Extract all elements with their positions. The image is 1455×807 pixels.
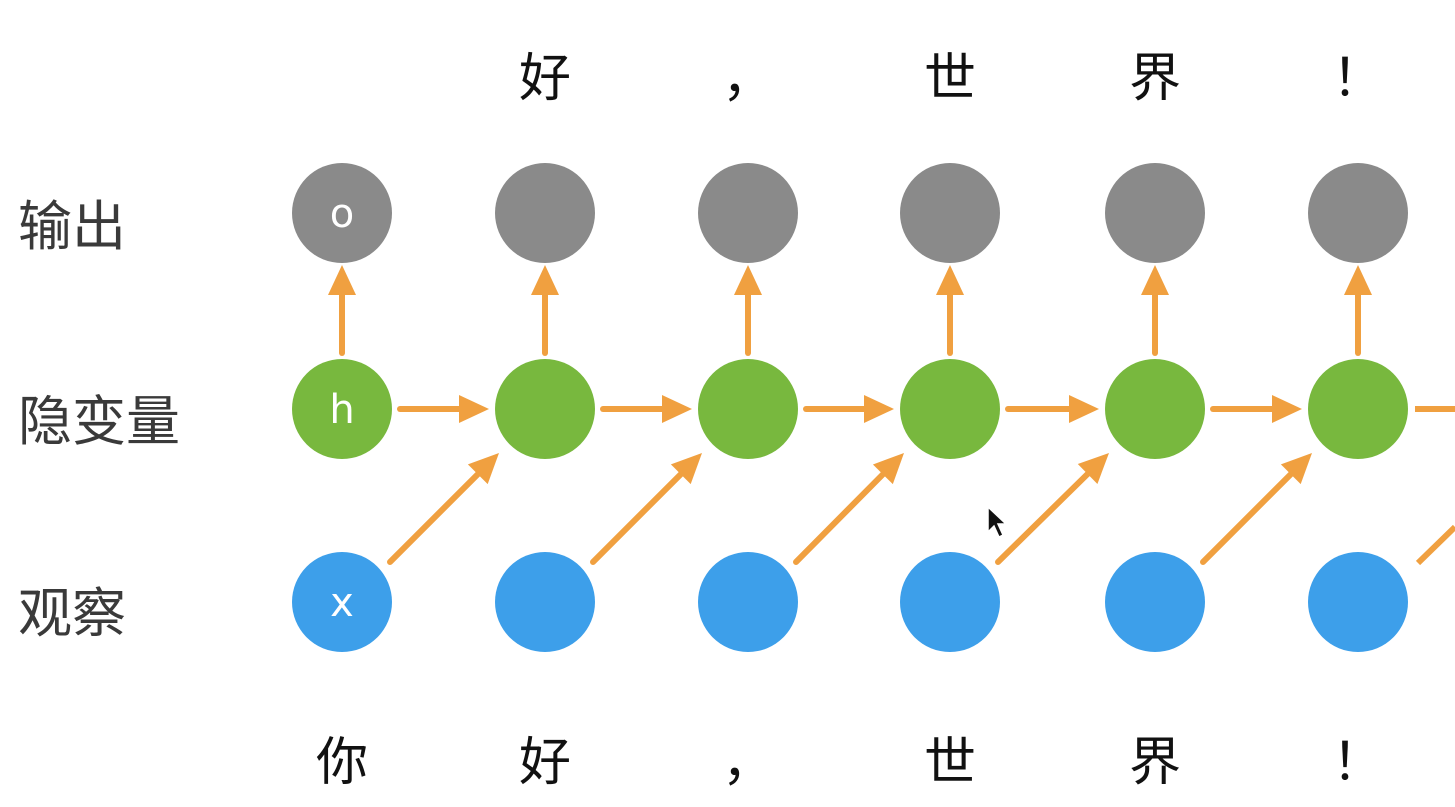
output-token-4: ！ (1332, 49, 1384, 109)
input-token-2: ， (722, 733, 774, 793)
hidden-node-3 (900, 359, 1000, 459)
arrow-hidden-to-output-3-head (936, 265, 964, 295)
input-token-5: ！ (1332, 733, 1384, 793)
arrow-observation-to-hidden-0-head (467, 453, 499, 485)
edges-layer (328, 265, 1455, 566)
cursor-layer (987, 505, 1008, 539)
arrow-observation-to-hidden-1-shaft (590, 471, 684, 565)
hidden-node-5 (1308, 359, 1408, 459)
arrow-hidden-to-hidden-3-head (1069, 395, 1099, 423)
output-token-3: 界 (1129, 49, 1181, 109)
arrow-hidden-to-output-1 (531, 265, 559, 356)
observation-node-letter: x (330, 580, 354, 626)
arrow-hidden-to-hidden-0-head (459, 395, 489, 423)
arrow-hidden-to-hidden-4-head (1272, 395, 1302, 423)
input-token-3: 世 (924, 733, 976, 793)
row-label-output: 输出 (18, 195, 126, 258)
arrow-observation-to-hidden-3-head (1077, 453, 1109, 485)
arrow-hidden-to-hidden-4 (1210, 395, 1302, 423)
nodes-layer: o h x (292, 163, 1408, 652)
text-layer: 输出 隐变量 观察 好，世界！你好，世界！ (18, 49, 1384, 793)
arrow-hidden-to-hidden-3 (1005, 395, 1099, 423)
observation-node-0 (292, 552, 392, 652)
hidden-node-1 (495, 359, 595, 459)
arrow-observation-to-hidden-2 (793, 453, 904, 565)
arrow-hidden-to-output-0-head (328, 265, 356, 295)
arrow-observation-to-hidden-2-shaft (793, 471, 886, 565)
observation-node-4 (1105, 552, 1205, 652)
arrow-hidden-to-hidden-2 (803, 395, 894, 423)
arrow-observation-to-hidden-0-shaft (387, 471, 481, 565)
output-node-2 (698, 163, 798, 263)
hidden-node-letter: h (329, 387, 354, 433)
arrow-hidden-to-output-4 (1141, 265, 1169, 356)
arrow-observation-to-hidden-3 (995, 453, 1109, 565)
hidden-node-4 (1105, 359, 1205, 459)
observation-node-5 (1308, 552, 1408, 652)
arrow-hidden-to-output-1-head (531, 265, 559, 295)
arrow-hidden-to-hidden-0 (397, 395, 489, 423)
arrow-hidden-to-output-2 (734, 265, 762, 356)
row-label-observation: 观察 (18, 582, 126, 645)
output-node-0 (292, 163, 392, 263)
input-token-4: 界 (1129, 733, 1181, 793)
arrow-observation-to-hidden-4-shaft (1200, 471, 1294, 565)
arrow-observation-to-hidden-1-head (670, 453, 702, 485)
arrow-observation-to-hidden-3-shaft (995, 471, 1091, 565)
arrow-hidden-to-output-0 (328, 265, 356, 356)
output-node-5 (1308, 163, 1408, 263)
observation-node-3 (900, 552, 1000, 652)
input-token-0: 你 (316, 733, 368, 793)
arrow-observation-to-hidden-4-head (1280, 453, 1312, 485)
arrow-hidden-to-output-4-head (1141, 265, 1169, 295)
output-node-1 (495, 163, 595, 263)
output-node-3 (900, 163, 1000, 263)
arrow-hidden-to-hidden-1-head (662, 395, 692, 423)
arrow-observation-to-hidden-0 (387, 453, 499, 565)
output-token-1: ， (722, 49, 774, 109)
output-token-0: 好 (519, 49, 571, 109)
arrow-hidden-to-output-5 (1344, 265, 1372, 356)
arrow-observation-to-hidden-4 (1200, 453, 1312, 565)
observation-node-1 (495, 552, 595, 652)
pointer-arrow-icon (987, 505, 1008, 539)
input-token-1: 好 (519, 733, 571, 793)
hidden-node-0 (292, 359, 392, 459)
arrow-hidden-to-hidden-2-head (864, 395, 894, 423)
output-node-4 (1105, 163, 1205, 263)
arrow-hidden-to-output-2-head (734, 265, 762, 295)
output-node-letter: o (330, 191, 354, 237)
arrow-hidden-to-output-3 (936, 265, 964, 356)
arrow-observation-to-hidden-1 (590, 453, 702, 565)
output-token-2: 世 (924, 49, 976, 109)
arrow-observation-continuation (1415, 524, 1455, 566)
row-label-hidden: 隐变量 (18, 390, 180, 453)
arrow-hidden-to-output-5-head (1344, 265, 1372, 295)
arrow-hidden-to-hidden-1 (600, 395, 692, 423)
hidden-node-2 (698, 359, 798, 459)
observation-node-2 (698, 552, 798, 652)
arrow-observation-to-hidden-2-head (872, 453, 904, 485)
